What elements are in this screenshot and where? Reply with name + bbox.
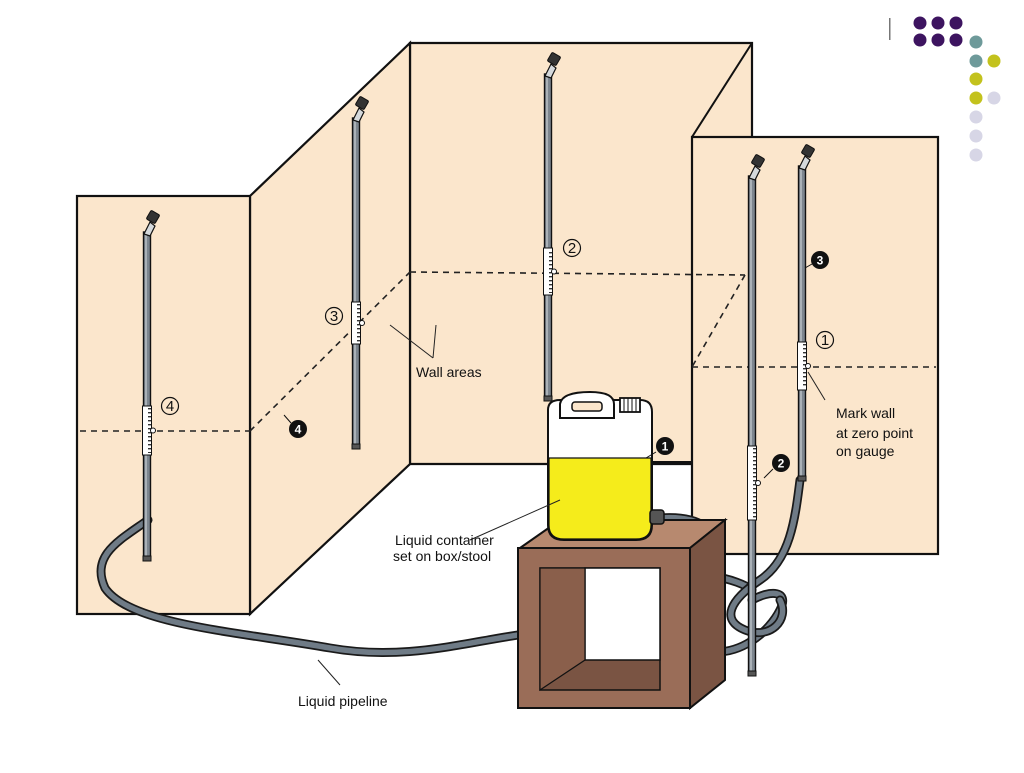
gauge-tube-far-left <box>142 210 160 562</box>
svg-text:3: 3 <box>330 308 338 325</box>
level-line-left-angled <box>249 271 411 432</box>
filled-markers: 1 2 3 4 <box>283 251 829 479</box>
svg-text:4: 4 <box>295 423 302 437</box>
right-wall-top-edge <box>691 42 753 138</box>
box-opening-shadow <box>539 567 586 692</box>
svg-text:2: 2 <box>568 240 576 257</box>
container-spout <box>649 509 665 525</box>
decor-dot <box>969 35 983 49</box>
marker-filled-3: 3 <box>804 251 829 269</box>
decor-dot <box>969 129 983 143</box>
decor-dot <box>969 72 983 86</box>
decor-dot <box>931 16 945 30</box>
box-stool <box>516 517 728 711</box>
decor-dot <box>969 54 983 68</box>
decor-dot <box>987 91 1001 105</box>
marker-outlined-2: 2 <box>562 238 582 258</box>
decorative-dots <box>889 16 1001 162</box>
liquid-container <box>547 390 665 541</box>
svg-text:1: 1 <box>821 332 829 349</box>
room-walls <box>75 40 940 710</box>
leader-lines <box>317 324 826 686</box>
gauge-tube-right-front <box>747 154 765 677</box>
marker-outlined-4: 4 <box>160 396 180 416</box>
marker-filled-2: 2 <box>763 454 790 479</box>
decor-dot <box>969 148 983 162</box>
decor-dot <box>949 33 963 47</box>
decor-dot <box>987 54 1001 68</box>
outlined-markers: 2 3 4 1 <box>160 238 835 416</box>
marker-outlined-3: 3 <box>324 306 344 326</box>
box-side <box>689 517 726 711</box>
liquid-pipeline-label: Liquid pipeline <box>298 693 388 709</box>
svg-text:2: 2 <box>778 457 785 471</box>
gauge-tube-right-back <box>797 144 815 482</box>
box-opening-hole <box>584 567 661 661</box>
marker-outlined-1: 1 <box>815 330 835 350</box>
decor-dot <box>913 33 927 47</box>
divider-line <box>889 18 891 40</box>
decor-dot <box>931 33 945 47</box>
right-wall <box>690 135 940 556</box>
mark-wall-label-line3: on gauge <box>836 443 895 459</box>
decor-dot <box>949 16 963 30</box>
liquid-container-label-line1: Liquid container <box>395 532 494 548</box>
level-lines <box>80 271 936 432</box>
svg-text:3: 3 <box>817 254 824 268</box>
mark-wall-label-line2: at zero point <box>836 425 913 441</box>
annotations: Wall areas Liquid container set on box/s… <box>298 364 913 709</box>
gauge-tube-left-angled <box>351 96 369 450</box>
svg-text:1: 1 <box>662 440 669 454</box>
marker-filled-4: 4 <box>283 414 307 438</box>
svg-text:4: 4 <box>166 398 174 415</box>
decor-dot <box>913 16 927 30</box>
mark-wall-label-line1: Mark wall <box>836 405 895 421</box>
container-liquid <box>548 457 652 540</box>
gauge-tubes <box>142 52 815 677</box>
decor-dot <box>969 91 983 105</box>
level-line-back <box>409 271 746 276</box>
container-cap <box>619 397 641 413</box>
gauge-tube-back <box>543 52 561 402</box>
marker-filled-1: 1 <box>645 437 674 459</box>
level-line-right-diagonal <box>691 274 746 368</box>
wall-areas-label: Wall areas <box>416 364 482 380</box>
liquid-container-label-line2: set on box/stool <box>393 548 491 564</box>
decor-dot <box>969 110 983 124</box>
